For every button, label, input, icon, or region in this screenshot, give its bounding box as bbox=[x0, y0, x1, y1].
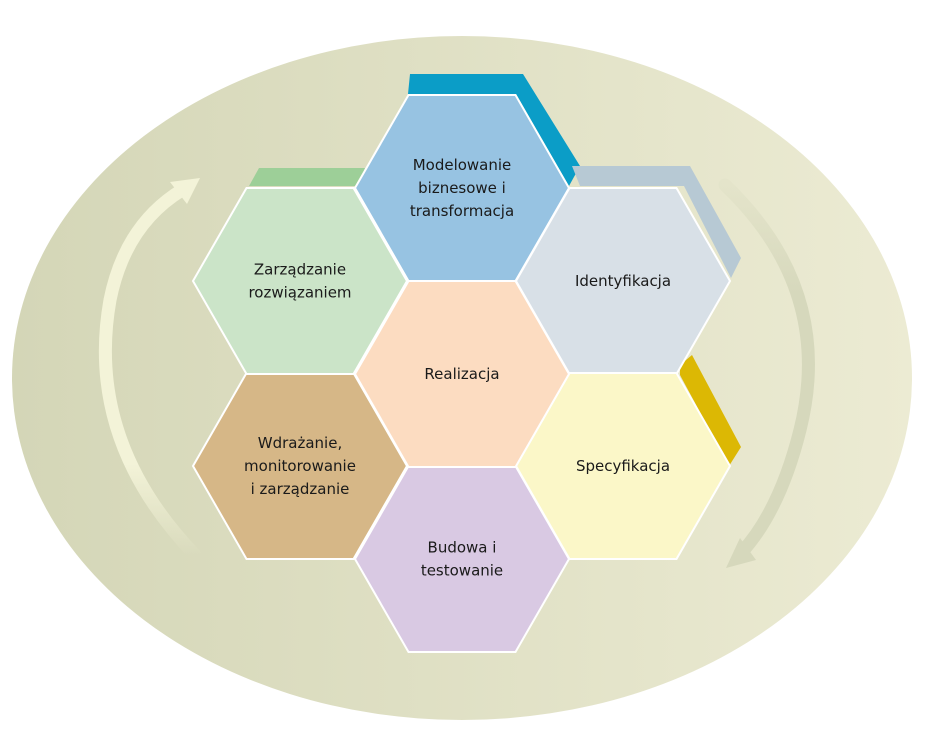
hex-label-line: rozwiązaniem bbox=[248, 284, 351, 302]
hex-label-solution-mgmt: Zarządzanie rozwiązaniem bbox=[248, 261, 351, 302]
hex-label-line: i zarządzanie bbox=[251, 480, 350, 498]
hex-label-identification: Identyfikacja bbox=[575, 272, 671, 290]
hex-label-line: Zarządzanie bbox=[254, 261, 346, 279]
hex-label-line: Identyfikacja bbox=[575, 272, 671, 290]
hex-accent-identification bbox=[572, 166, 741, 278]
hex-label-line: Realizacja bbox=[424, 365, 499, 383]
hex-label-line: Modelowanie bbox=[413, 156, 512, 174]
hex-label-line: Specyfikacja bbox=[576, 457, 670, 475]
hex-label-modeling: Modelowanie biznesowe i transformacja bbox=[410, 156, 514, 220]
hex-label-line: transformacja bbox=[410, 202, 514, 220]
hex-label-line: Wdrażanie, bbox=[258, 434, 342, 452]
hexagon-solution-mgmt bbox=[191, 187, 409, 375]
hex-accent-modeling bbox=[408, 74, 580, 186]
hexagon-realization bbox=[353, 280, 571, 468]
hex-label-realization: Realizacja bbox=[424, 365, 499, 383]
hex-label-line: Budowa i bbox=[428, 539, 497, 557]
cycle-arrow-left bbox=[98, 178, 202, 562]
cycle-arrow-right bbox=[718, 178, 815, 568]
hex-label-deploy: Wdrażanie, monitorowanie i zarządzanie bbox=[244, 434, 356, 498]
hex-accent-specification bbox=[680, 355, 741, 466]
hex-accent-solution-mgmt bbox=[249, 168, 365, 186]
hex-label-build-test: Budowa i testowanie bbox=[421, 539, 503, 580]
hex-label-line: monitorowanie bbox=[244, 457, 356, 475]
hex-label-specification: Specyfikacja bbox=[576, 457, 670, 475]
hex-label-line: testowanie bbox=[421, 562, 503, 580]
hex-label-line: biznesowe i bbox=[418, 179, 506, 197]
